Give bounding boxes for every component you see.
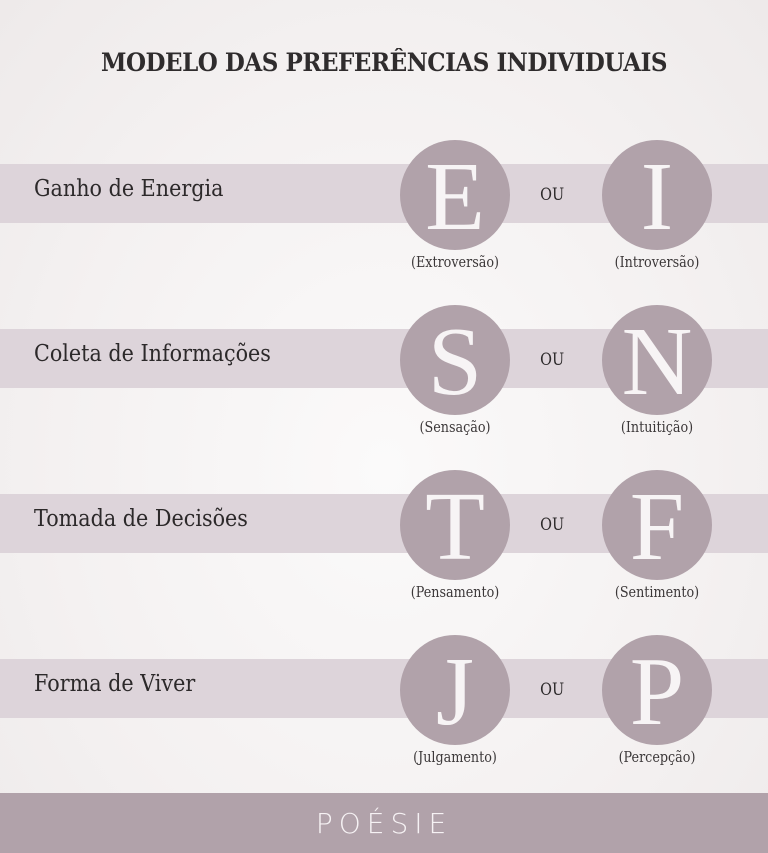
letter-e: E [425,143,485,251]
sub-label-thinking: (Pensamento) [410,583,500,601]
or-connector: OU [540,350,565,370]
sub-label-extroversion: (Extroversão) [410,253,500,271]
sub-label-intuition: (Intuitição) [620,418,694,436]
preference-row-decisions: Tomada de Decisões T OU F (Pensamento) (… [0,470,768,610]
letter-circle-p: P [602,635,712,745]
sub-label-judging: (Julgamento) [413,748,497,766]
page-title: MODELO DAS PREFERÊNCIAS INDIVIDUAIS [100,48,668,77]
or-connector: OU [540,515,565,535]
sub-label-perceiving: (Percepção) [618,748,696,766]
letter-p: P [629,638,685,746]
letter-i: I [640,143,674,251]
footer-bar: POÉSIE [0,793,768,853]
letter-circle-j: J [400,635,510,745]
letter-f: F [629,473,685,581]
brand-logo: POÉSIE [315,806,453,840]
letter-circle-n: N [602,305,712,415]
row-label: Coleta de Informações [34,341,271,367]
letter-circle-s: S [400,305,510,415]
row-label: Forma de Viver [34,671,196,697]
or-connector: OU [540,680,565,700]
sub-label-introversion: (Introversão) [614,253,700,271]
letter-j: J [435,638,475,746]
sub-label-sensation: (Sensação) [419,418,491,436]
preference-row-information: Coleta de Informações S OU N (Sensação) … [0,305,768,445]
letter-s: S [427,308,483,416]
letter-circle-i: I [602,140,712,250]
or-connector: OU [540,185,565,205]
sub-label-feeling: (Sentimento) [614,583,700,601]
row-label: Tomada de Decisões [34,506,248,532]
preference-row-lifestyle: Forma de Viver J OU P (Julgamento) (Perc… [0,635,768,775]
row-label: Ganho de Energia [34,176,224,202]
letter-circle-f: F [602,470,712,580]
letter-n: N [621,308,693,416]
letter-t: T [425,473,485,581]
letter-circle-e: E [400,140,510,250]
preference-row-energy: Ganho de Energia E OU I (Extroversão) (I… [0,140,768,280]
letter-circle-t: T [400,470,510,580]
